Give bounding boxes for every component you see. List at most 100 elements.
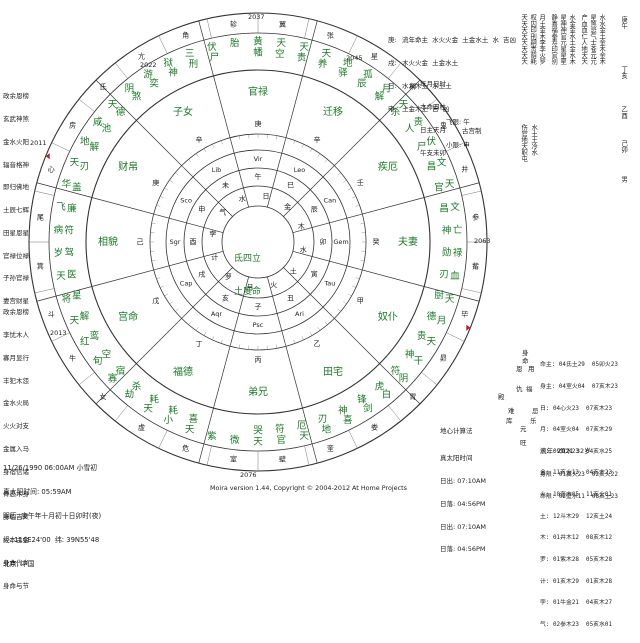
degree-tick [338,309,341,312]
palace-name: 田宅 [323,365,343,378]
lunar-mansion: 危 [182,444,189,453]
planet-glyph: 土 [290,267,297,276]
degree-tick [160,286,164,288]
palace-stem: 壬 [357,178,364,187]
lunar-mansion: 毕 [461,309,468,318]
degree-tick [239,136,240,140]
outer-star-label: 黄 [253,36,263,48]
planet-row: 身主: 04室火04 07亥木23 [540,384,618,391]
degree-tick [170,180,173,182]
mansion-tick [159,430,168,448]
lunar-mansion: 娄 [371,422,378,431]
lunar-mansion: 角 [182,30,189,39]
pillar-hour: 己卯 [620,140,627,153]
aspect-label: 用 [528,366,535,374]
chart-center: 氐四立 土度命 [234,232,261,320]
earthly-branch: 寅 [311,270,318,279]
outer-star-label: 小 [163,415,173,426]
outer-star-label: 地 [322,423,332,435]
planet-row: 气: 02参木23 05亥水01 [540,622,618,629]
planet-glyph: 计 [211,253,218,262]
ref-line: 日主天月 [420,127,446,135]
sun-times: 真太阳时间 日出: 07:10AM 日落: 04:56PM 日出: 07:10A… [440,440,486,569]
planet-glyph: 火 [270,281,277,289]
limit-rows: 身限: 01翼火23 02亥火22 命限: 02壁水11 08亥土23 [540,458,618,516]
earthly-branch: 酉 [190,238,197,246]
outer-star-label: 养 [318,58,328,70]
outer-star-label: 红 [80,336,90,348]
star-col: 伤官地天职屯 [520,124,527,162]
palace-stem: 丙 [255,356,262,364]
limit-row: 命限: 02壁水11 08亥土23 [540,494,618,501]
star-col: 天天天天天天天天 [520,14,527,64]
degree-tick [276,344,277,348]
palace-name: 财帛 [118,160,138,173]
birth-datetime: 11/26/1990 06:00AM 小雪初 [3,464,101,472]
planet-glyph: 气 [219,207,226,216]
degree-tick [302,144,304,148]
planet-row: 月: 04室火04 07亥木29 [540,427,618,434]
top-center-info: 庚: 戌: 日: 申: [388,22,397,128]
year-label-bottom: 2076 [240,472,257,480]
outer-star-label: 空 [275,48,285,60]
degree-tick [157,278,161,279]
palace-name: 奴仆 [378,310,398,323]
outer-star-label: 神 [338,404,348,416]
outer-star-label: 月 [437,316,447,327]
degree-tick [276,136,277,140]
degree-tick [196,327,198,330]
lunar-date: 阴历: 庚午年十月初十日卯时(夜) [3,512,101,520]
degree-tick [157,205,161,206]
flying-line: 飞限: 午 [446,119,470,127]
current-year: 流年: 2021 32岁 [540,448,591,456]
zodiac-sign: Vir [254,155,263,163]
outer-star-label: 驾 [65,247,75,258]
star-col: 水金金水土金水木 [568,14,575,64]
outer-star-label: 德 [116,106,126,118]
zodiac-sign: Can [324,197,337,205]
degree-tick [212,336,214,340]
degree-tick [360,260,364,261]
degree-tick [204,148,206,151]
palace-stem: 甲 [357,297,364,305]
palace-name: 子女 [173,105,193,118]
earthly-branch: 戌 [198,270,205,279]
planet-glyph: 水 [239,194,246,203]
outer-star-label: 神 [442,225,452,237]
lunar-mansion: 张 [327,30,334,39]
note-line: 玄武神煞 [3,116,29,124]
degree-tick [152,260,156,261]
zodiac-sign: Cap [180,280,193,288]
degree-tick [189,322,192,325]
planet-glyph: 罗 [225,273,232,281]
palace-name: 官禄 [248,85,268,98]
palace-stem: 己 [137,238,144,246]
outer-star-label: 哭 [253,426,263,437]
mansion-tick [462,191,481,195]
outer-star-label: 解 [90,141,100,153]
palace-stem: 辛 [314,135,321,144]
outer-star-label: 奕 [149,78,159,90]
outer-star-label: 将 [62,294,72,305]
star-col: 月土金木李李火罗 [538,14,545,64]
outer-star-label: 空 [102,348,112,360]
mansion-tick [421,372,437,384]
outer-star-label: 廉 [67,203,77,215]
outer-star-label: 虎 [375,380,385,392]
lunar-mansion: 虚 [138,422,145,431]
palace-system-note: 古宫制 [462,128,482,136]
center-line-1: 氐四立 [234,254,261,265]
outer-star-label: 符 [391,365,401,377]
aspect-label: 忌 [532,408,539,416]
outer-star-label: 血 [450,270,460,282]
aspect-label: 殿 [498,394,505,402]
sun-row: 日出: 07:10AM [440,524,486,532]
degree-tick [221,141,222,145]
palace-stem: 戊 [152,296,159,305]
outer-star-label: 天 [185,424,195,435]
info-value: 流年命主 水火火金 土金水土 水 吉凶 [402,37,516,45]
note-line: 田星恩星 [3,230,29,238]
zodiac-sign: Psc [253,321,264,329]
info-col-label: 戌: [388,60,397,68]
mansion-tick [79,372,95,384]
